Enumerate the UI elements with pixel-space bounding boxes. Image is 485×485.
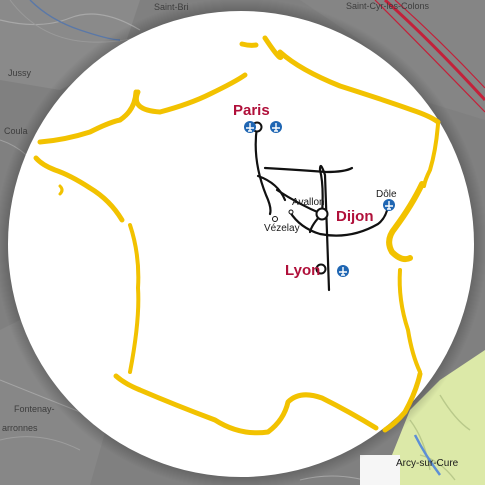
motorway <box>384 0 485 102</box>
airport-icon[interactable] <box>337 265 349 277</box>
place-label-saint-cyr: Saint-Cyr-les-Colons <box>346 1 430 11</box>
place-label-arronnes: arronnes <box>2 423 38 433</box>
city-label-dijon[interactable]: Dijon <box>336 208 374 225</box>
airport-icon[interactable] <box>244 121 256 133</box>
route-network <box>254 125 390 292</box>
overview-disc <box>8 11 474 477</box>
place-label-fontenay: Fontenay- <box>14 404 55 414</box>
forest-area <box>380 350 485 485</box>
city-label-lyon[interactable]: Lyon <box>285 262 320 279</box>
town-label-vezelay[interactable]: Vézelay <box>264 223 300 234</box>
airport-icon[interactable] <box>270 121 282 133</box>
place-label-jussy: Jussy <box>8 68 32 78</box>
town-marker-vezelay[interactable] <box>272 216 278 222</box>
place-label-arcy: Arcy-sur-Cure <box>396 458 459 469</box>
france-outline <box>33 35 441 436</box>
town-label-avallon[interactable]: Avallon <box>292 197 325 208</box>
town-label-dole[interactable]: Dôle <box>376 189 397 200</box>
place-label-coulanges: Coula <box>4 126 28 136</box>
city-marker-dijon[interactable] <box>315 207 329 221</box>
town-marker-avallon[interactable] <box>288 209 294 215</box>
place-label-saint-bris: Saint-Bri <box>154 2 189 12</box>
city-label-paris[interactable]: Paris <box>233 102 270 119</box>
city-marker-lyon[interactable] <box>315 263 327 275</box>
airport-icon[interactable] <box>383 199 395 211</box>
